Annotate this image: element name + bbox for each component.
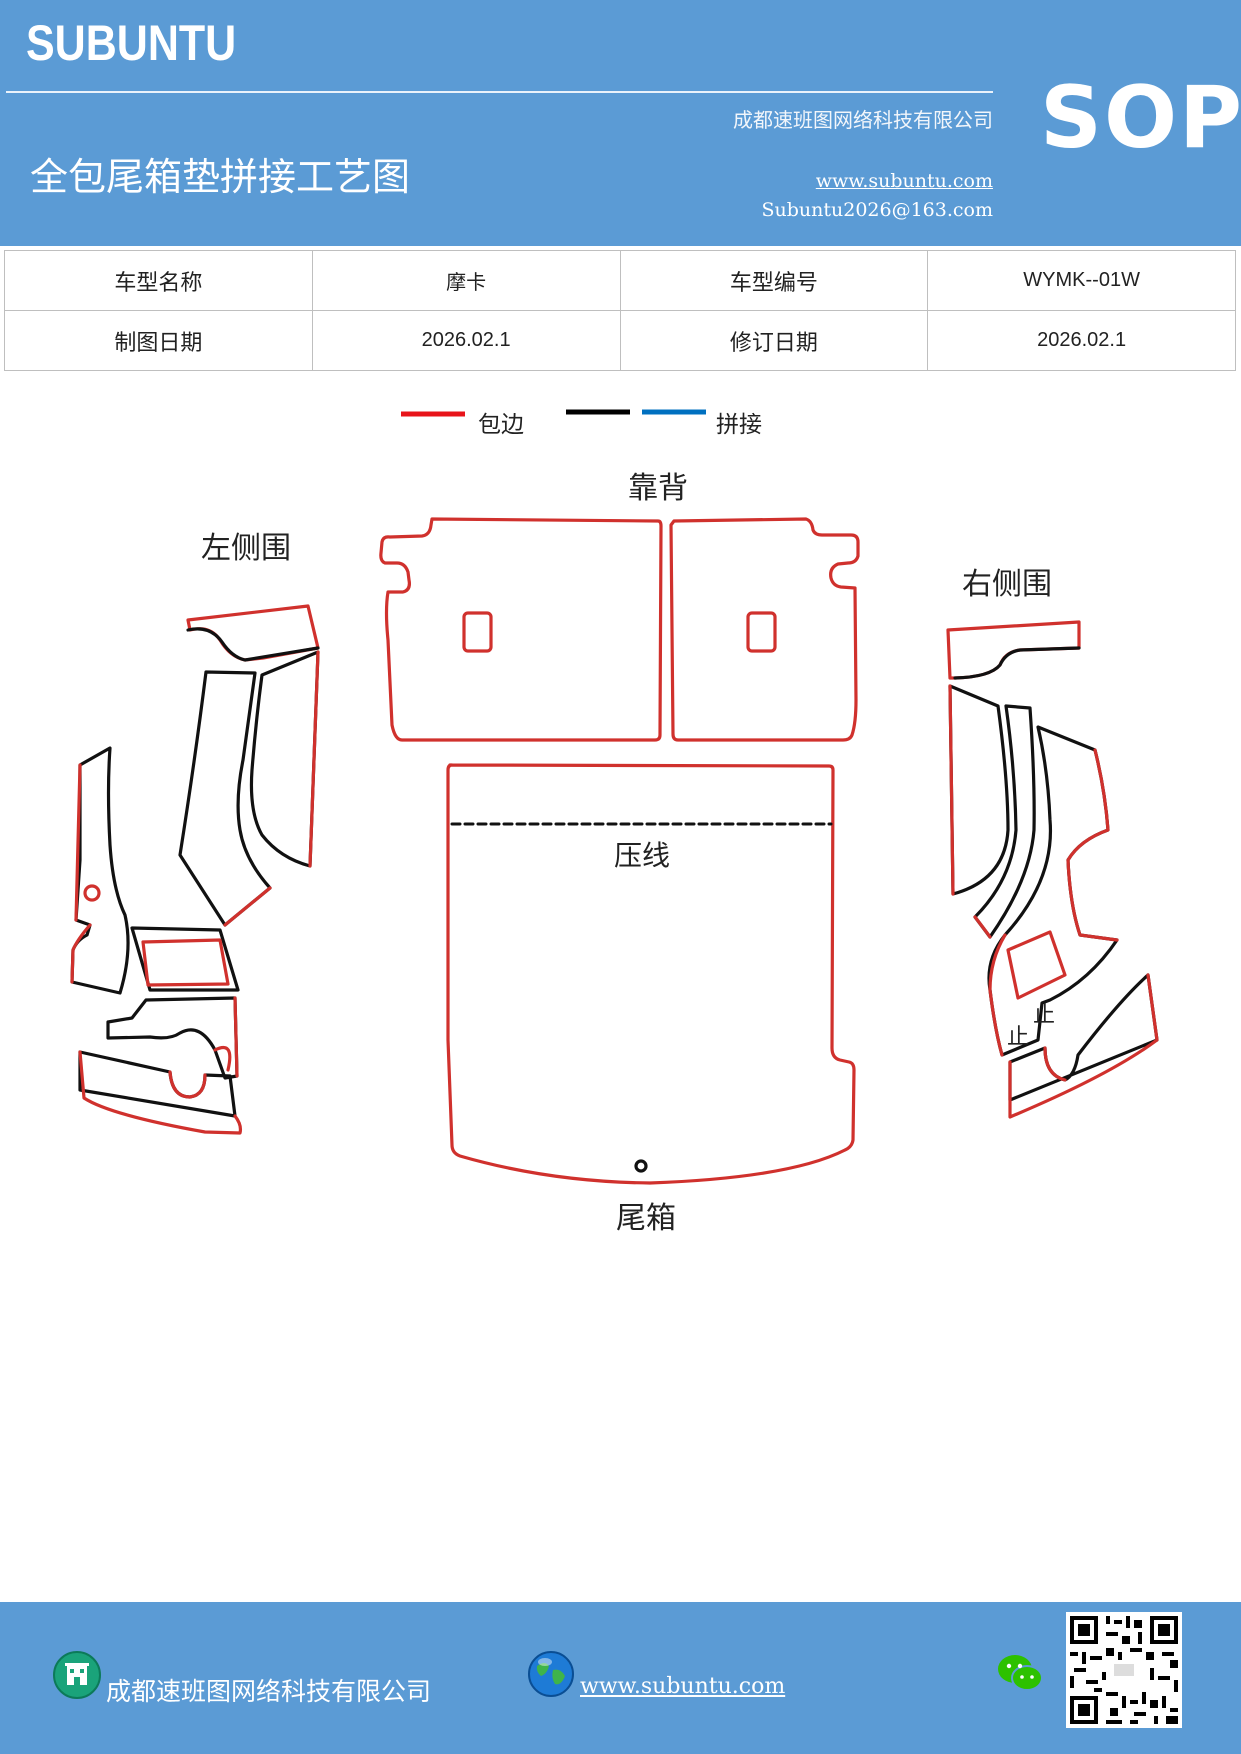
header-company: 成都速班图网络科技有限公司 [733, 108, 993, 132]
model-name-value: 摩卡 [311, 250, 621, 311]
left-side-upper-right-panel [249, 650, 320, 868]
footer: 成都速班图网络科技有限公司 www.subuntu.com [0, 1602, 1241, 1754]
legend-edging-label: 包边 [478, 412, 524, 438]
model-code-value: WYMK--01W [927, 250, 1236, 311]
right-side-label: 右侧围 [962, 567, 1052, 602]
mat-diagram: 靠背 左侧围 右侧围 压线 尾箱 止 止 [70, 471, 1159, 1236]
header-website-link[interactable]: www.subuntu.com [815, 170, 993, 192]
draw-date-value: 2026.02.1 [311, 310, 621, 371]
building-icon [53, 1651, 101, 1699]
header-divider [6, 91, 993, 93]
trunk-hole [634, 1159, 648, 1173]
header: SUBUNTU 成都速班图网络科技有限公司 全包尾箱垫拼接工艺图 www.sub… [0, 0, 1241, 246]
crease-label: 压线 [614, 839, 670, 872]
left-side-long-panel-edge [70, 763, 92, 984]
right-side-bottom-panel [1008, 973, 1159, 1102]
draw-date-label: 制图日期 [4, 310, 313, 371]
right-side-curved-panel-edge [988, 748, 1119, 1057]
legend [401, 409, 706, 417]
left-side-top-strip-joint [186, 627, 320, 662]
left-side-middle-panel [130, 926, 240, 992]
document-title: 全包尾箱垫拼接工艺图 [30, 155, 411, 199]
backrest-right-panel [669, 517, 860, 742]
table-row: 制图日期 2026.02.1 修订日期 2026.02.1 [4, 310, 1236, 371]
wechat-icon [998, 1655, 1043, 1691]
info-table: 车型名称 摩卡 车型编号 WYMK--01W 制图日期 2026.02.1 修订… [4, 250, 1236, 371]
model-code-label: 车型编号 [619, 250, 929, 311]
footer-company: 成都速班图网络科技有限公司 [106, 1677, 432, 1706]
left-side-bottom-panel-edge [78, 1045, 243, 1135]
left-side-middle-panel-inner [141, 938, 230, 987]
backrest-right-cutout [746, 611, 777, 653]
table-row: 车型名称 摩卡 车型编号 WYMK--01W [4, 250, 1236, 311]
right-side-mid-panel [973, 704, 1036, 939]
right-side-long-panel [948, 684, 1010, 896]
revise-date-value: 2026.02.1 [927, 310, 1236, 371]
header-email: Subuntu2026@163.com [761, 199, 993, 221]
left-side-lower-panel-edge [233, 996, 239, 1078]
model-name-label: 车型名称 [4, 250, 313, 311]
backrest-left-cutout [462, 611, 493, 653]
revise-date-label: 修订日期 [619, 310, 929, 371]
right-side-top-strip-joint [953, 646, 1081, 680]
backrest-label: 靠背 [628, 471, 688, 506]
right-side-inset-panel [1006, 930, 1067, 1000]
trunk-label: 尾箱 [616, 1201, 676, 1236]
left-side-hole [83, 884, 101, 902]
right-side-mid-panel-edge [973, 915, 992, 939]
left-side-lower-panel [106, 996, 239, 1080]
globe-icon [528, 1651, 574, 1697]
sop-badge: SOP [1040, 68, 1241, 168]
left-side-upper-panel [178, 670, 272, 927]
stop-label-2: 止 [1007, 1025, 1029, 1050]
brand-logo: SUBUNTU [26, 15, 237, 71]
left-side-label: 左侧围 [201, 531, 291, 566]
stop-label-1: 止 [1033, 1003, 1055, 1028]
trunk-floor-panel [446, 763, 856, 1185]
left-side-upper-right-edge [308, 650, 320, 868]
footer-website-link[interactable]: www.subuntu.com [580, 1674, 786, 1699]
legend-splice-label: 拼接 [716, 412, 762, 438]
backrest-left-panel [379, 517, 663, 742]
left-side-upper-panel-edge [223, 886, 272, 927]
qr-code [1066, 1612, 1182, 1728]
right-side-bottom-panel-edge [1008, 973, 1159, 1119]
right-side-long-panel-edge [948, 684, 955, 896]
